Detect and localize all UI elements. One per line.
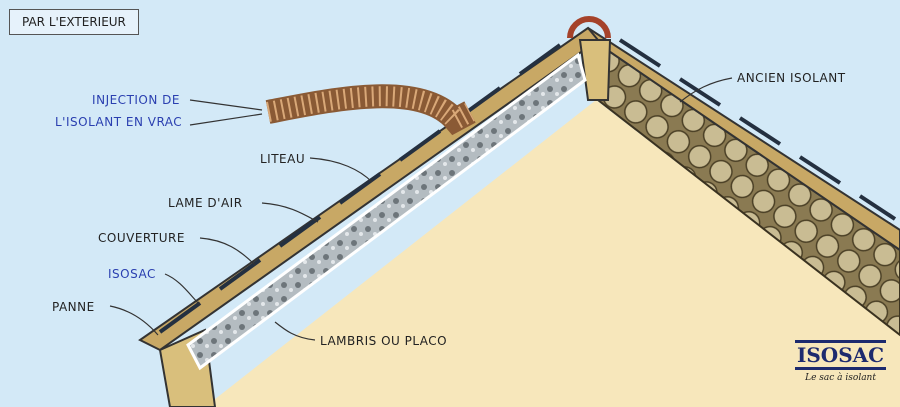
label-lambris: LAMBRIS OU PLACO xyxy=(320,334,448,348)
ridge-tile xyxy=(567,16,611,39)
label-panne: PANNE xyxy=(52,300,95,314)
ridge-beam xyxy=(578,39,612,101)
label-liteau: LITEAU xyxy=(260,152,306,166)
label-ancien-isolant: ANCIEN ISOLANT xyxy=(737,71,846,85)
logo-tagline: Le sac à isolant xyxy=(805,373,876,383)
loose-fill-insulation xyxy=(186,52,587,371)
logo-name: ISOSAC xyxy=(795,340,887,370)
label-lame-air: LAME D'AIR xyxy=(168,196,243,210)
leader-lines xyxy=(109,77,733,341)
label-isosac: ISOSAC xyxy=(108,267,156,281)
view-title: PAR L'EXTERIEUR xyxy=(9,9,139,35)
interior-area xyxy=(205,100,900,407)
label-injection-line1: INJECTION DE xyxy=(92,93,180,107)
injection-hose xyxy=(265,84,476,136)
label-couverture: COUVERTURE xyxy=(98,231,185,245)
isosac-logo: ISOSAC Le sac à isolant xyxy=(795,340,887,383)
label-injection-line2: L'ISOLANT EN VRAC xyxy=(55,115,183,129)
